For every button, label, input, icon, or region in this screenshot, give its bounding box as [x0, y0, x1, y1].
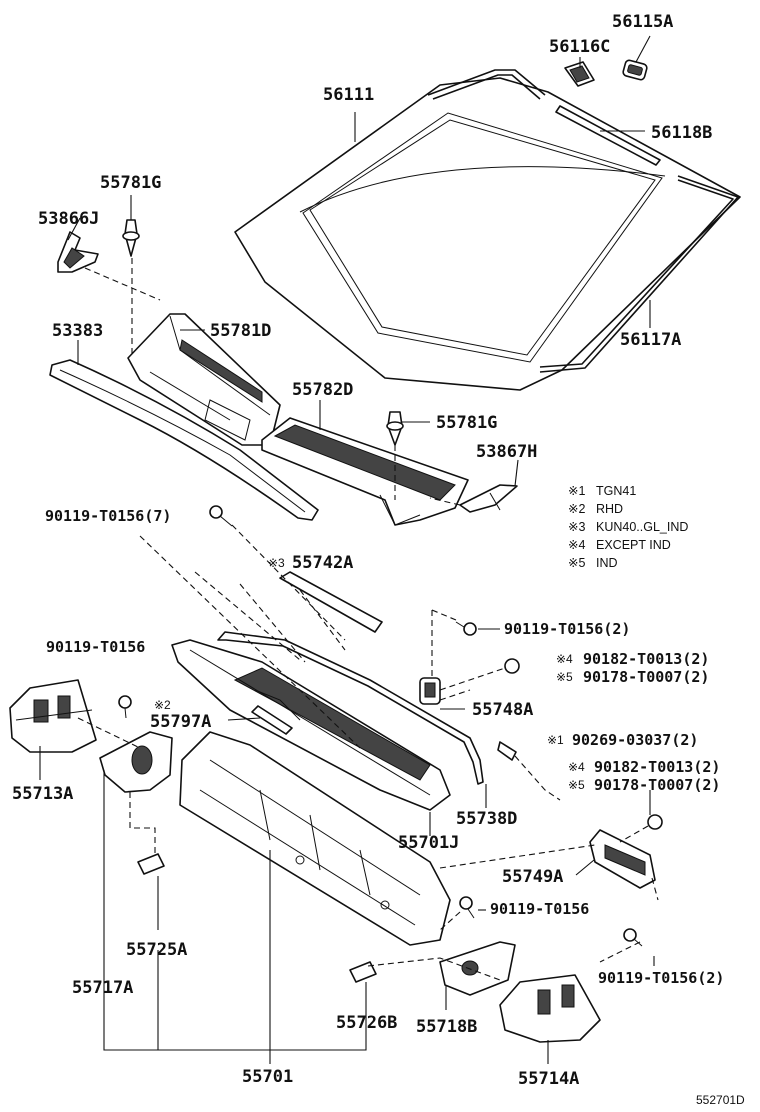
- label-53383: 53383: [52, 321, 103, 341]
- clip-56115a: [622, 59, 648, 81]
- legend-row: ※4 EXCEPT IND: [568, 538, 671, 552]
- label-55797a: 55797A: [150, 712, 211, 732]
- label-90178-a: 90178-T0007(2): [583, 668, 709, 686]
- svg-text:IND: IND: [596, 556, 618, 570]
- mark-5a: ※5: [556, 670, 573, 684]
- legend-row: ※1 TGN41: [568, 484, 636, 498]
- bracket-55749a: [589, 829, 656, 889]
- windshield-glass: [234, 77, 741, 391]
- side-panel-55713a: [9, 679, 97, 753]
- bolt-90119-mid: [459, 896, 475, 919]
- bolt-90119-left: [118, 695, 132, 719]
- plate-55725a: [137, 853, 165, 875]
- label-53867h: 53867H: [476, 442, 537, 462]
- label-56118b: 56118B: [651, 123, 712, 143]
- label-56115a: 56115A: [612, 12, 673, 32]
- seal-55797a: [251, 705, 293, 735]
- svg-text:RHD: RHD: [596, 502, 623, 516]
- label-55742a: 55742A: [292, 553, 353, 573]
- svg-text:TGN41: TGN41: [596, 484, 636, 498]
- insulator-55742a: [279, 571, 383, 633]
- label-55701j: 55701J: [398, 833, 459, 853]
- label-90182-a: 90182-T0013(2): [583, 650, 709, 668]
- side-molding-56118b: [555, 105, 661, 166]
- mark-1: ※1: [547, 733, 564, 747]
- svg-text:※3: ※3: [568, 520, 585, 534]
- clip-56116c: [564, 61, 595, 87]
- hood-seal-53383: [49, 359, 319, 521]
- bracket-53866j: [57, 231, 99, 273]
- nut-90182-b: [647, 814, 663, 830]
- bracket-55718b: [439, 941, 516, 996]
- svg-text:※2: ※2: [568, 502, 585, 516]
- label-56116c: 56116C: [549, 37, 610, 57]
- clip-55781g-mid: [386, 411, 404, 446]
- label-55718b: 55718B: [416, 1017, 477, 1037]
- side-panel-55714a: [499, 974, 601, 1043]
- label-55717a: 55717A: [72, 978, 133, 998]
- label-56111: 56111: [323, 85, 374, 105]
- label-55749a: 55749A: [502, 867, 563, 887]
- label-55738d: 55738D: [456, 809, 517, 829]
- label-55701: 55701: [242, 1067, 293, 1087]
- label-55726b: 55726B: [336, 1013, 397, 1033]
- label-53866j: 53866J: [38, 209, 99, 229]
- bolt-90119-7: [209, 505, 233, 527]
- label-55781d: 55781D: [210, 321, 271, 341]
- label-90119-left: 90119-T0156: [46, 638, 145, 656]
- weatherstrip-55738d: [217, 631, 484, 785]
- cowl-panel-55701j: [171, 639, 451, 811]
- mark-5b: ※5: [568, 778, 585, 792]
- label-90119-7: 90119-T0156(7): [45, 507, 171, 525]
- legend-row: ※2 RHD: [568, 502, 623, 516]
- svg-text:※4: ※4: [568, 538, 585, 552]
- label-90182-b: 90182-T0013(2): [594, 758, 720, 776]
- label-90119-2a: 90119-T0156(2): [504, 620, 630, 638]
- svg-text:EXCEPT IND: EXCEPT IND: [596, 538, 671, 552]
- mark-4b: ※4: [568, 760, 585, 774]
- label-55713a: 55713A: [12, 784, 73, 804]
- label-55781g-mid: 55781G: [436, 413, 497, 433]
- clip-90269: [497, 741, 517, 761]
- assembly-lines: [77, 258, 659, 981]
- clip-55748a: [419, 677, 441, 705]
- cowl-louver-55782d: [261, 417, 469, 526]
- bolt-90119-2a: [455, 621, 477, 636]
- mark-2: ※2: [154, 698, 171, 712]
- mark-4a: ※4: [556, 652, 573, 666]
- label-90178-b: 90178-T0007(2): [594, 776, 720, 794]
- applicability-legend: ※1 TGN41 ※2 RHD ※3 KUN40..GL_IND ※4 EXCE…: [568, 484, 688, 570]
- label-55782d: 55782D: [292, 380, 353, 400]
- svg-text:KUN40..GL_IND: KUN40..GL_IND: [596, 520, 688, 534]
- plate-55726b: [349, 961, 377, 983]
- svg-text:※5: ※5: [568, 556, 585, 570]
- mark-3: ※3: [268, 556, 285, 570]
- label-56117a: 56117A: [620, 330, 681, 350]
- part-labels: 56115A 56116C 56111 56118B 55781G 53866J…: [12, 12, 724, 1089]
- legend-row: ※5 IND: [568, 556, 618, 570]
- leader-lines: [39, 35, 655, 1064]
- label-90119-mid: 90119-T0156: [490, 900, 589, 918]
- cowl-lower-panel-55701: [179, 731, 451, 946]
- bracket-53867h: [459, 484, 518, 513]
- label-55725a: 55725A: [126, 940, 187, 960]
- weatherstrip-56117a: [539, 175, 739, 373]
- label-90119-2b: 90119-T0156(2): [598, 969, 724, 987]
- windshield-molding: [427, 69, 546, 100]
- bolt-90119-2b: [623, 928, 643, 947]
- label-55748a: 55748A: [472, 700, 533, 720]
- clip-55781g-top: [122, 219, 140, 257]
- cowl-louver-55781d: [127, 313, 281, 446]
- bracket-55717a: [99, 731, 173, 793]
- label-90269: 90269-03037(2): [572, 731, 698, 749]
- diagram-reference-code: 552701D: [696, 1093, 745, 1107]
- label-55781g-top: 55781G: [100, 173, 161, 193]
- svg-text:※1: ※1: [568, 484, 585, 498]
- legend-row: ※3 KUN40..GL_IND: [568, 520, 688, 534]
- nut-90182-a: [504, 658, 520, 674]
- label-55714a: 55714A: [518, 1069, 579, 1089]
